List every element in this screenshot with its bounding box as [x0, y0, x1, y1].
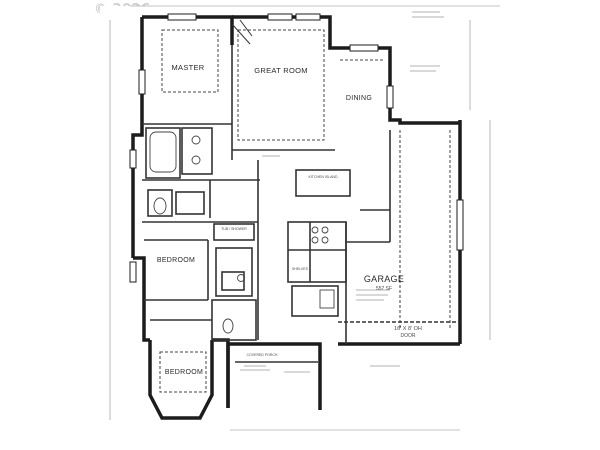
annotation-notes — [240, 11, 444, 373]
kitchen-island-label: KITCHEN ISLAND — [309, 175, 338, 179]
corner-detail — [231, 19, 253, 45]
paper-sheet — [100, 6, 518, 442]
room-label-bedroom-1: BEDROOM — [157, 257, 195, 264]
interior-walls — [142, 45, 460, 363]
room-label-great-room: GREAT ROOM — [254, 66, 308, 75]
dimension-lines — [109, 5, 500, 431]
room-label-garage: GARAGE — [364, 274, 404, 284]
garage-area: 557 SF — [376, 286, 392, 292]
room-label-dining: DINING — [346, 95, 372, 102]
tub-shower-label: TUB / SHOWER — [221, 227, 247, 231]
garage-door-label: 16' X 8' OH — [394, 326, 422, 332]
covered-porch-label: COVERED PORCH — [247, 353, 278, 357]
room-label-master: MASTER — [171, 63, 204, 72]
garage-door-sub: DOOR — [401, 333, 416, 339]
windows — [129, 13, 464, 283]
shelves-label: SHELVES — [292, 267, 309, 271]
bath-fixtures — [149, 131, 335, 334]
ceiling-dashed-lines — [159, 29, 451, 393]
room-label-bedroom-2: BEDROOM — [165, 369, 203, 376]
